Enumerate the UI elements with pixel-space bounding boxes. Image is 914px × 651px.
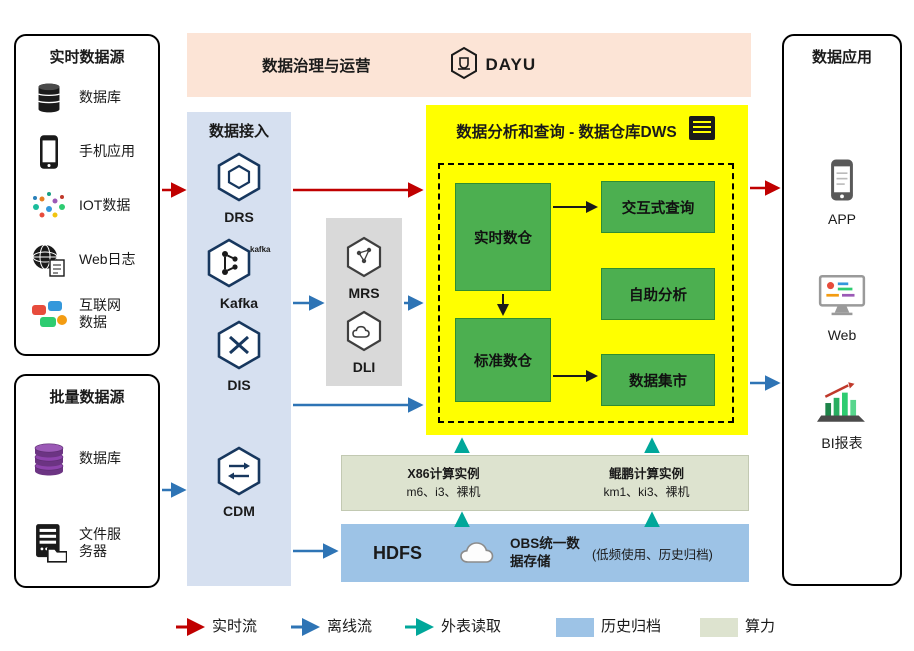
module-realtime-warehouse: 实时数仓	[455, 183, 551, 291]
dws-inner-dashed-border	[438, 163, 734, 423]
file-server-icon	[24, 523, 74, 563]
source-item-iot: IOT数据	[16, 179, 158, 233]
compute-swatch	[700, 618, 738, 637]
mrs-icon	[345, 236, 383, 282]
legend-label-compute: 算力	[745, 618, 776, 635]
source-item-batch-database: 数据库	[16, 417, 158, 501]
app-item-label: BI报表	[821, 435, 863, 451]
x86-compute-title: X86计算实例	[407, 466, 480, 481]
x86-compute: X86计算实例 m6、i3、裸机	[342, 465, 545, 502]
ingest-service-label: DRS	[224, 209, 254, 225]
batch-sources-panel: 批量数据源 数据库	[14, 374, 160, 588]
app-item-label: APP	[827, 211, 856, 227]
realtime-sources-panel: 实时数据源 数据库 手机应用	[14, 34, 160, 356]
dayu-logo-text: DAYU	[485, 55, 537, 74]
ingest-service-kafka: kafka Kafka	[187, 238, 291, 311]
ingest-title: 数据接入	[208, 123, 269, 140]
source-item-mobile: 手机应用	[16, 125, 158, 179]
hdfs-label: HDFS	[373, 542, 422, 563]
app-item-bi: BI报表	[784, 380, 900, 453]
source-item-label: 互联网数据	[79, 296, 121, 331]
web-browser-icon	[817, 274, 867, 322]
database-icon	[24, 81, 74, 115]
legend-label-archive: 历史归档	[601, 618, 662, 635]
module-self-service-analysis: 自助分析	[601, 268, 715, 320]
kunpeng-compute-title: 鲲鹏计算实例	[608, 466, 684, 481]
archive-swatch	[556, 618, 594, 637]
source-item-label: Web日志	[79, 251, 136, 268]
dayu-icon	[449, 46, 479, 85]
ingest-service-cdm: CDM	[187, 446, 291, 519]
source-item-weblog: Web日志	[16, 233, 158, 287]
source-item-label: 数据库	[79, 89, 121, 106]
app-phone-icon	[827, 159, 857, 206]
dli-service: DLI	[326, 310, 402, 375]
module-data-mart: 数据集市	[601, 354, 715, 406]
ingest-column: 数据接入 DRS kafka	[187, 112, 291, 586]
dli-icon	[345, 310, 383, 356]
dli-label: DLI	[352, 359, 376, 375]
x86-compute-subtitle: m6、i3、裸机	[406, 485, 481, 500]
kunpeng-compute: 鲲鹏计算实例 km1、ki3、裸机	[545, 465, 748, 502]
source-item-database: 数据库	[16, 71, 158, 125]
batch-sources-title: 批量数据源	[49, 389, 125, 406]
dayu-logo: DAYU	[449, 46, 537, 85]
mrs-service: MRS	[326, 236, 402, 301]
realtime-sources-title: 实时数据源	[49, 49, 125, 66]
svg-text:kafka: kafka	[250, 245, 271, 254]
governance-title: 数据治理与运营	[262, 58, 371, 75]
module-interactive-query: 交互式查询	[601, 181, 715, 233]
iot-icon	[24, 189, 74, 223]
web-log-icon	[24, 242, 74, 278]
mrs-dli-box: MRS DLI	[326, 218, 402, 386]
app-item-app: APP	[784, 158, 900, 227]
compute-instances-box: X86计算实例 m6、i3、裸机 鲲鹏计算实例 km1、ki3、裸机	[341, 455, 749, 511]
governance-bar: 数据治理与运营 DAYU	[187, 33, 751, 97]
module-standard-warehouse: 标准数仓	[455, 318, 551, 402]
data-apps-title: 数据应用	[811, 49, 872, 66]
source-item-label: 文件服务器	[79, 525, 121, 560]
ingest-service-dis: DIS	[187, 320, 291, 393]
source-item-internet: 互联网数据	[16, 287, 158, 341]
internet-data-icon	[24, 297, 74, 331]
source-item-label: 手机应用	[79, 143, 135, 160]
dws-box: 数据分析和查询 - 数据仓库DWS 实时数仓 标准数仓 交互式查询 自助分析 数…	[426, 105, 748, 435]
database-stack-icon	[24, 439, 74, 479]
legend-label-external: 外表读取	[441, 618, 502, 635]
dws-title-row: 数据分析和查询 - 数据仓库DWS	[426, 105, 748, 147]
source-item-label: IOT数据	[79, 197, 131, 214]
mobile-app-icon	[24, 134, 74, 170]
app-item-label: Web	[827, 327, 857, 343]
ingest-service-label: Kafka	[219, 295, 259, 311]
source-item-label: 数据库	[79, 450, 121, 467]
dws-title: 数据分析和查询 - 数据仓库DWS	[456, 123, 677, 141]
kafka-icon: kafka	[206, 238, 272, 292]
kunpeng-compute-subtitle: km1、ki3、裸机	[603, 485, 690, 500]
legend-label-realtime: 实时流	[212, 618, 258, 635]
dis-icon	[216, 320, 262, 374]
hdfs-obs-box: HDFS OBS统一数据存储 (低频使用、历史归档)	[341, 524, 749, 582]
obs-note: (低频使用、历史归档)	[592, 547, 713, 562]
dws-doc-icon	[686, 114, 718, 147]
data-apps-panel: 数据应用 APP	[782, 34, 902, 586]
mrs-label: MRS	[348, 285, 380, 301]
bi-report-icon	[817, 382, 867, 428]
ingest-service-label: CDM	[223, 503, 255, 519]
legend-label-offline: 离线流	[327, 618, 373, 635]
obs-label: OBS统一数据存储	[510, 535, 580, 569]
ingest-service-label: DIS	[227, 377, 251, 393]
source-item-fileserver: 文件服务器	[16, 501, 158, 585]
obs-cloud-icon	[456, 536, 500, 571]
drs-icon	[216, 152, 262, 206]
app-item-web: Web	[784, 274, 900, 343]
ingest-service-drs: DRS	[187, 152, 291, 225]
cdm-icon	[216, 446, 262, 500]
